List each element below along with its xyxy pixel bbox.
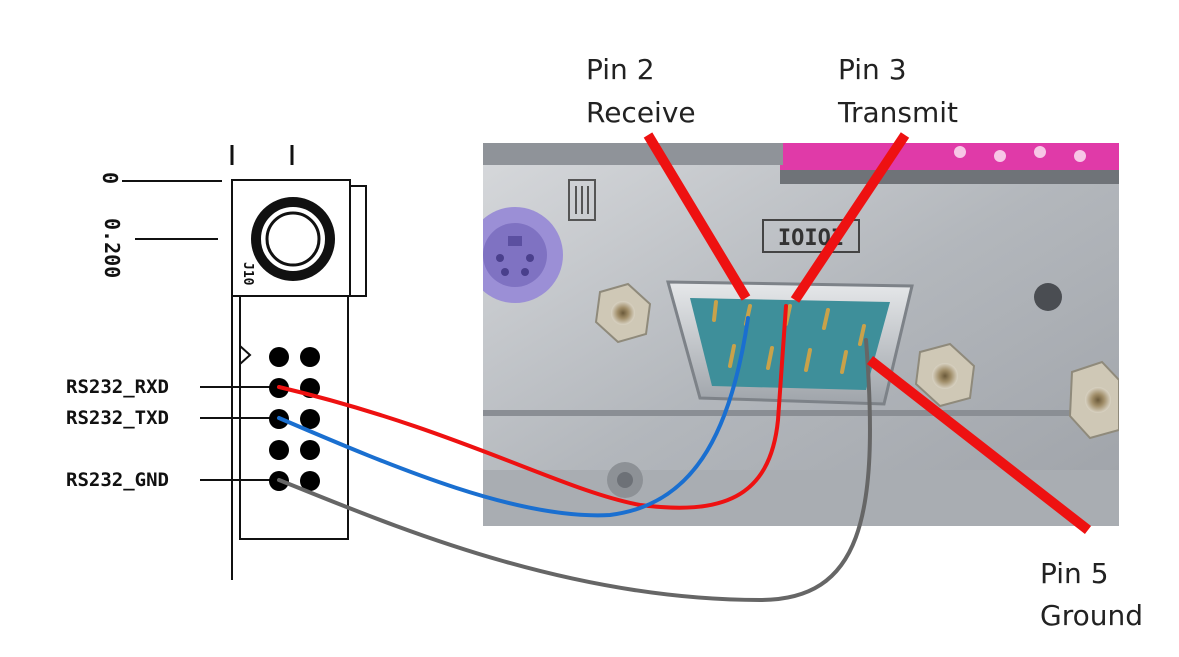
- wires: [277, 304, 872, 603]
- dimension-offset: 0.200: [100, 218, 124, 279]
- pin1-marker: [239, 343, 252, 367]
- jack-outer-ring: [251, 197, 335, 281]
- gnd-wire: [277, 338, 872, 603]
- signal-label-rxd: RS232_RXD: [66, 376, 169, 398]
- vent-grid: [568, 179, 596, 221]
- pin5-desc: Ground: [1040, 599, 1143, 632]
- pin3-desc: Transmit: [838, 96, 959, 129]
- arrow-icon: [866, 356, 1092, 534]
- hex-nut-right: [914, 342, 976, 408]
- signal-label-txd: RS232_TXD: [66, 407, 169, 429]
- callout-arrows: [643, 132, 1092, 534]
- signal-label-gnd: RS232_GND: [66, 469, 169, 491]
- pin3-title: Pin 3: [838, 53, 907, 86]
- ref-designator: J10: [240, 262, 255, 286]
- pin5-title: Pin 5: [1040, 557, 1109, 590]
- header-pins: [269, 347, 320, 491]
- jack-inner-ring: [265, 211, 321, 267]
- computer-back-panel-photo: [483, 143, 1119, 526]
- dimension-zero: 0: [98, 172, 122, 185]
- pci-card: [780, 143, 1119, 173]
- hex-nut-far-right: [1068, 360, 1119, 440]
- pin2-desc: Receive: [586, 96, 696, 129]
- arrow-icon: [643, 132, 751, 301]
- pin2-title: Pin 2: [586, 53, 655, 86]
- hex-nut-left: [594, 282, 652, 344]
- ps2-port: [483, 207, 563, 303]
- arrow-icon: [790, 132, 910, 303]
- header-schematic: [122, 145, 367, 580]
- rx-wire: [277, 304, 788, 510]
- tx-wire: [277, 316, 750, 518]
